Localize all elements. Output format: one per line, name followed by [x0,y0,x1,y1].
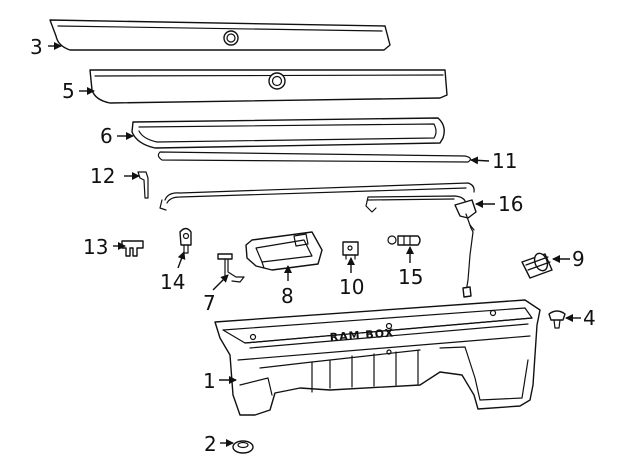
callout-3: 3 [30,35,62,59]
latch-cable [159,182,475,211]
callout-15-label: 15 [398,265,423,289]
part-16-latch-rod [365,195,477,298]
callout-2-label: 2 [204,432,217,456]
callout-8-label: 8 [281,284,294,308]
callout-7: 7 [203,274,229,315]
part-10-bracket [342,241,359,260]
part-7-pin [217,253,245,283]
callout-13: 13 [83,235,126,259]
callout-5: 5 [62,79,95,103]
callout-1: 1 [203,369,237,393]
part-11-rod [157,151,471,163]
part-8-latch-housing [245,231,323,271]
part-5-lid-panel [89,69,448,104]
part-9-knob [521,252,553,279]
part-3-cover-panel [49,19,391,51]
callout-9: 9 [552,247,585,271]
callout-3-label: 3 [30,35,43,59]
callout-8: 8 [281,265,294,308]
part-6-seal [131,117,445,149]
callout-11: 11 [470,149,517,173]
callout-4: 4 [565,306,596,330]
callout-5-label: 5 [62,79,75,103]
callout-10-label: 10 [339,275,364,299]
part-4-push-pin [548,310,566,329]
callout-16: 16 [475,192,523,216]
callout-7-label: 7 [203,291,216,315]
part-13-clip [121,240,144,257]
callout-2: 2 [204,432,234,456]
part-2-grommet [232,440,254,454]
callout-4-label: 4 [583,306,596,330]
callout-14-label: 14 [160,270,185,294]
callout-16-label: 16 [498,192,523,216]
callout-12: 12 [90,164,140,188]
callout-6: 6 [100,124,134,148]
callout-6-label: 6 [100,124,113,148]
callout-10: 10 [339,257,364,299]
callout-9-label: 9 [572,247,585,271]
callout-13-label: 13 [83,235,108,259]
callout-1-label: 1 [203,369,216,393]
part-14-bumper [179,227,192,254]
callout-15: 15 [398,246,423,289]
callout-12-label: 12 [90,164,115,188]
part-12-bracket [137,171,149,199]
callout-11-label: 11 [492,149,517,173]
part-15-lock [387,235,421,246]
callout-14: 14 [160,251,185,294]
ram-box-emboss: RAM BOX [329,327,394,344]
part-1-storage-bin: RAM BOX [214,299,541,416]
